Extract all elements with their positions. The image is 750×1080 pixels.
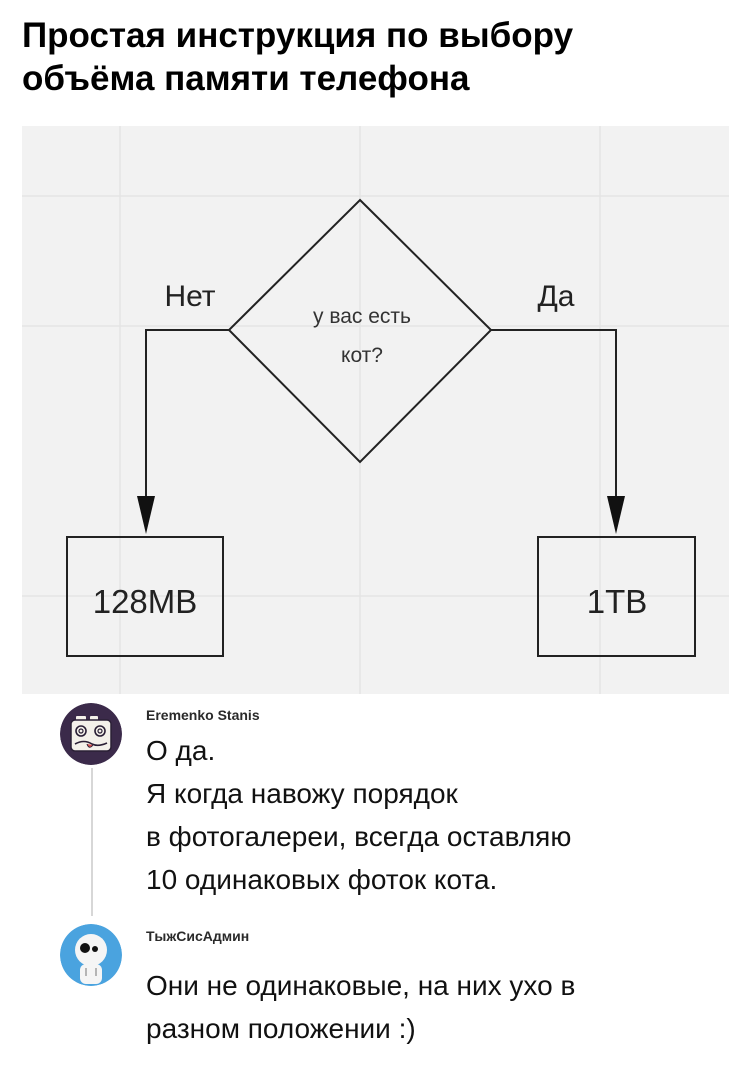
grid-lines	[22, 126, 729, 694]
comment-text: Они не одинаковые, на них ухо в разном п…	[146, 964, 736, 1050]
meme-title-line-2: объёма памяти телефона	[22, 59, 470, 98]
comment-line: Они не одинаковые, на них ухо в	[146, 970, 576, 1001]
yes-result-box	[537, 536, 696, 657]
comment-author[interactable]: ТыжСисАдмин	[146, 928, 250, 944]
comment-thread-line	[91, 768, 93, 916]
flowchart-canvas: у вас есть кот? Нет Да 128MB 1TB	[22, 126, 729, 694]
decision-diamond	[227, 198, 493, 464]
decision-text-line-2: кот?	[341, 344, 383, 367]
no-branch-connector	[145, 329, 229, 498]
yes-branch-connector	[491, 329, 617, 498]
robot-face-icon	[60, 703, 122, 765]
no-result-box	[66, 536, 224, 657]
avatar[interactable]	[60, 703, 122, 765]
meme-title-line-1: Простая инструкция по выбору	[22, 16, 574, 55]
comment-author[interactable]: Eremenko Stanis	[146, 707, 260, 723]
cartoon-character-icon	[60, 924, 122, 986]
no-branch-arrowhead	[137, 496, 155, 534]
comment-line: в фотогалереи, всегда оставляю	[146, 821, 572, 852]
comment-line: О да.	[146, 735, 216, 766]
yes-result-text: 1TB	[587, 583, 648, 620]
no-branch-label: Нет	[164, 280, 215, 313]
no-result-text: 128MB	[93, 583, 198, 620]
comment-line: Я когда навожу порядок	[146, 778, 458, 809]
yes-branch-label: Да	[537, 280, 574, 313]
meme-title: Простая инструкция по выбору объёма памя…	[22, 14, 732, 100]
avatar[interactable]	[60, 924, 122, 986]
decision-text-line-1: у вас есть	[313, 305, 411, 328]
comment-line: 10 одинаковых фоток кота.	[146, 864, 498, 895]
yes-branch-arrowhead	[607, 496, 625, 534]
comment-line: разном положении :)	[146, 1013, 416, 1044]
comment-text: О да. Я когда навожу порядок в фотогалер…	[146, 729, 736, 901]
flowchart-diagram: у вас есть кот? Нет Да 128MB 1TB	[22, 126, 729, 694]
